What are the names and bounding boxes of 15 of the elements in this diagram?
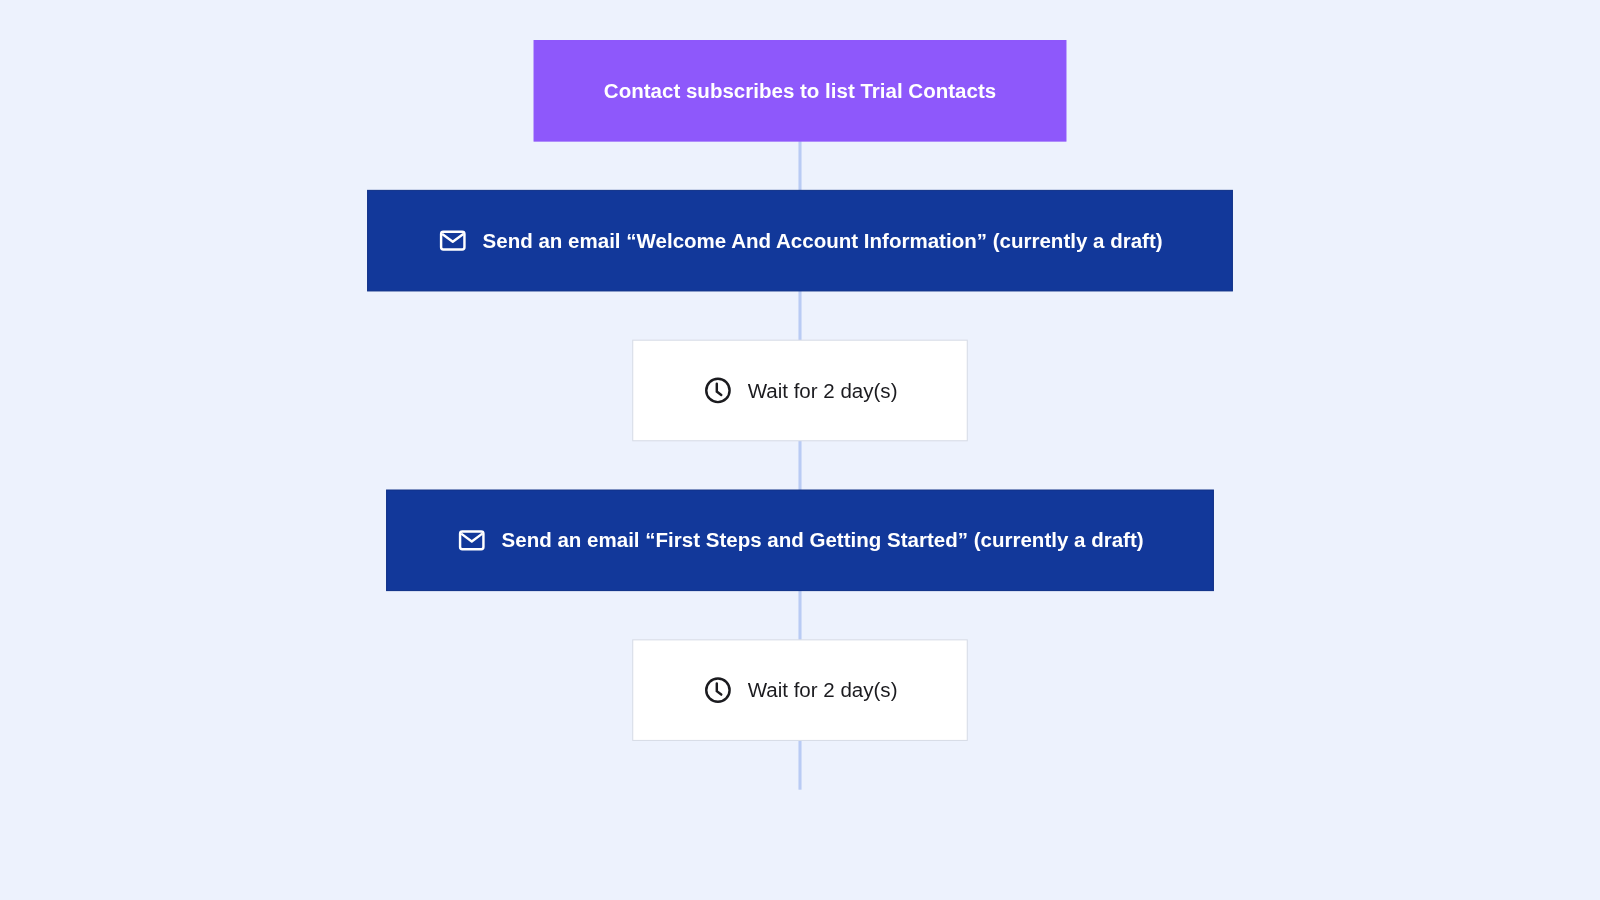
connector [798,290,802,341]
email-step-box [386,489,1214,592]
node-label: Wait for 2 day(s) [747,379,898,402]
node-label: Contact subscribes to list Trial Contacts [603,79,997,103]
connector [798,440,802,490]
email-step-box [367,189,1233,292]
node-label: Send an email “Welcome And Account Information” (currently a draft) [482,229,1163,252]
connector [798,141,802,191]
trigger-box [533,40,1067,142]
wait-step-box [632,339,968,442]
node-label: Wait for 2 day(s) [747,678,898,702]
node-label: Send an email “First Steps and Getting Started” (currently a draft) [501,529,1144,552]
wait-step-box [632,639,968,741]
connector [798,590,802,640]
connector [798,740,802,790]
